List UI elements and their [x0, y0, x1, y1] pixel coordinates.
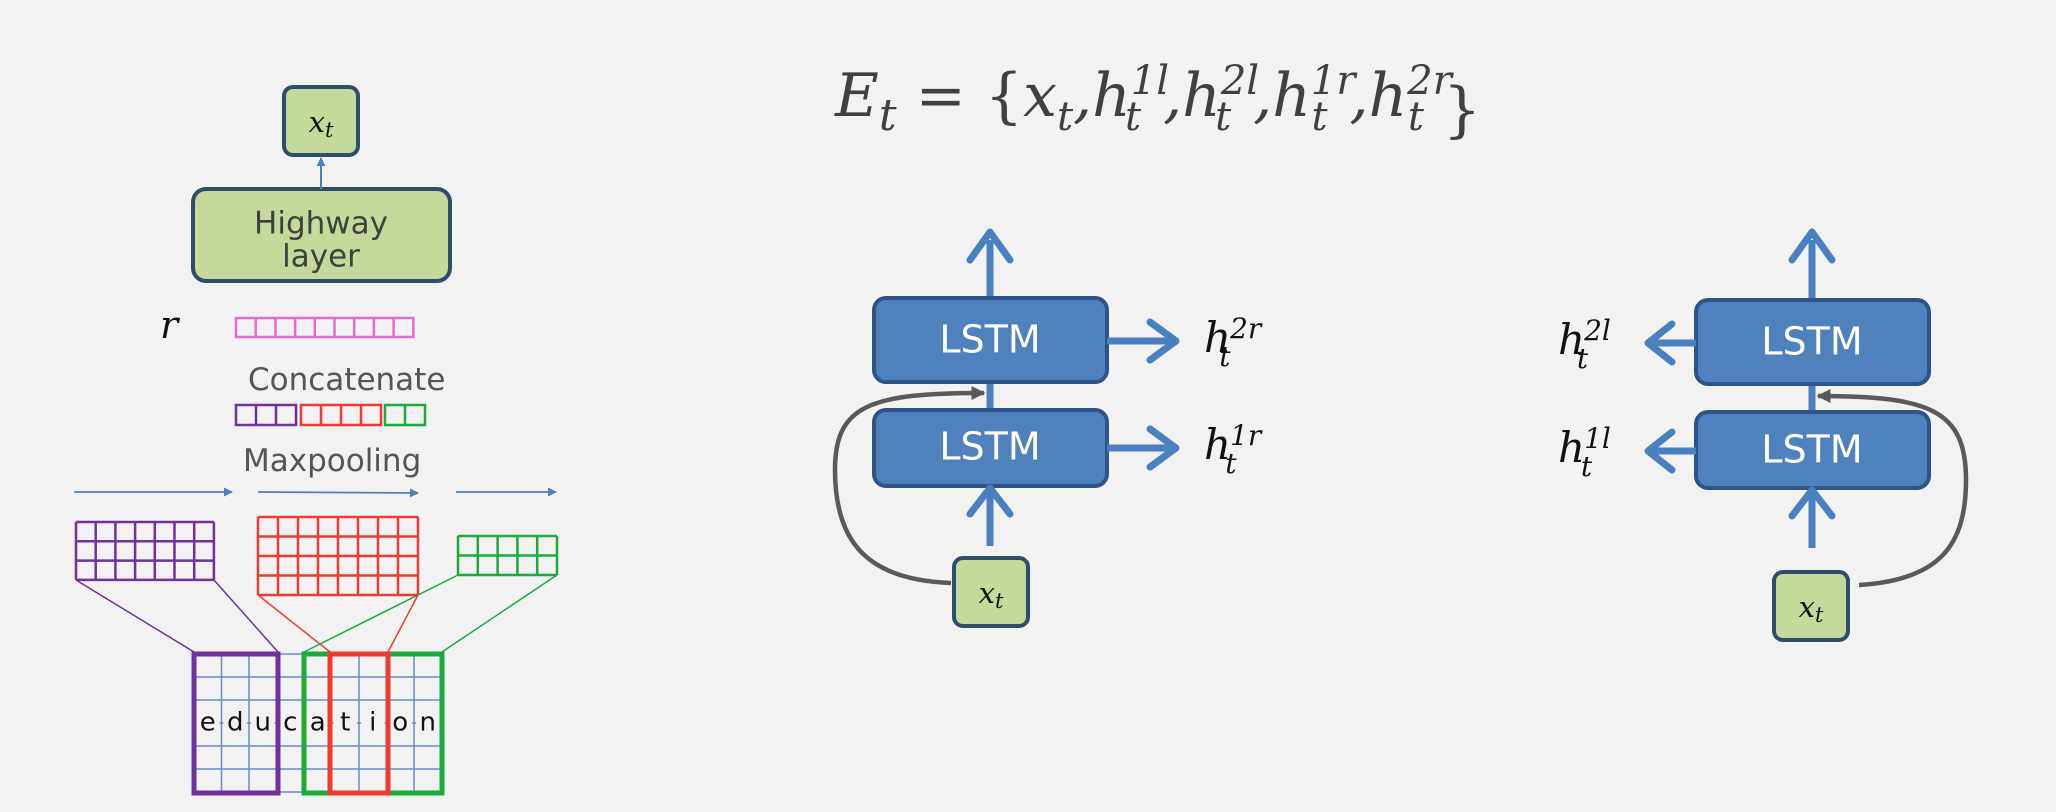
backward-lstm-top-label: LSTM	[1761, 320, 1862, 364]
forward-input-box	[952, 556, 1030, 628]
concatenate-label: Concatenate	[248, 362, 445, 398]
char-output-box	[282, 85, 360, 157]
word-char: u	[255, 708, 271, 738]
forward-h1-arrow-head	[1146, 425, 1180, 471]
backward-h1-arrow-head	[1644, 428, 1676, 474]
concat-vector	[234, 403, 427, 427]
concat-green-segment	[383, 403, 427, 427]
highway-label-line2: layer	[282, 239, 360, 275]
word-char-bg	[278, 703, 302, 743]
backward-h2-arrow-head	[1644, 320, 1676, 366]
r-vector	[234, 316, 415, 339]
char-output-label: xt	[309, 105, 334, 142]
forward-input-arrow-head	[966, 484, 1014, 518]
maxpool-arrow-red	[257, 488, 419, 498]
maxpooling-arrows	[74, 487, 557, 498]
purple-filter-window	[191, 651, 281, 796]
word-char-bg	[196, 703, 220, 743]
word-char-bg	[416, 703, 440, 743]
word-char-bg	[361, 703, 385, 743]
forward-recurrent-connection	[832, 386, 986, 586]
concat-red-segment	[299, 403, 383, 427]
highway-label-line1: Highway	[254, 206, 388, 242]
forward-lstm-top-label: LSTM	[939, 318, 1040, 362]
r-label: r	[160, 303, 181, 347]
purple-filter-feature-map	[74, 520, 216, 582]
concat-purple-segment	[234, 403, 298, 427]
r-vector-outline	[234, 316, 415, 339]
forward-h2-arrow-head	[1146, 318, 1180, 364]
forward-lstm-bottom-label: LSTM	[939, 425, 1040, 469]
red-filter-feature-map	[256, 515, 420, 597]
word-char-bg	[333, 703, 357, 743]
red-filter-window	[327, 651, 391, 796]
word-char: i	[369, 708, 376, 738]
maxpooling-label: Maxpooling	[243, 443, 421, 479]
word-char: a	[310, 708, 326, 738]
word-char-bg	[223, 703, 247, 743]
word-char-bg	[388, 703, 412, 743]
word-char: c	[283, 708, 297, 738]
backward-recurrent-connection	[1816, 389, 1969, 588]
feature-maps	[74, 515, 559, 597]
word-char: d	[227, 708, 244, 738]
forward-input-label: xt	[979, 576, 1004, 613]
backward-input-box	[1772, 570, 1850, 642]
word-char: n	[420, 708, 436, 738]
backward-top-output-arrow-head	[1788, 228, 1836, 264]
filter-connectors	[75, 574, 558, 653]
word-char-bg	[306, 703, 330, 743]
word-char: t	[340, 708, 350, 738]
word-char: e	[200, 708, 216, 738]
backward-lstm-bottom-label: LSTM	[1761, 428, 1862, 472]
green-filter-feature-map	[456, 534, 559, 577]
backward-input-arrow-head	[1788, 486, 1836, 520]
backward-input-label: xt	[1799, 590, 1824, 627]
word-char: o	[392, 708, 408, 738]
forward-top-output-arrow-head	[966, 228, 1014, 264]
word-char-bg	[251, 703, 275, 743]
